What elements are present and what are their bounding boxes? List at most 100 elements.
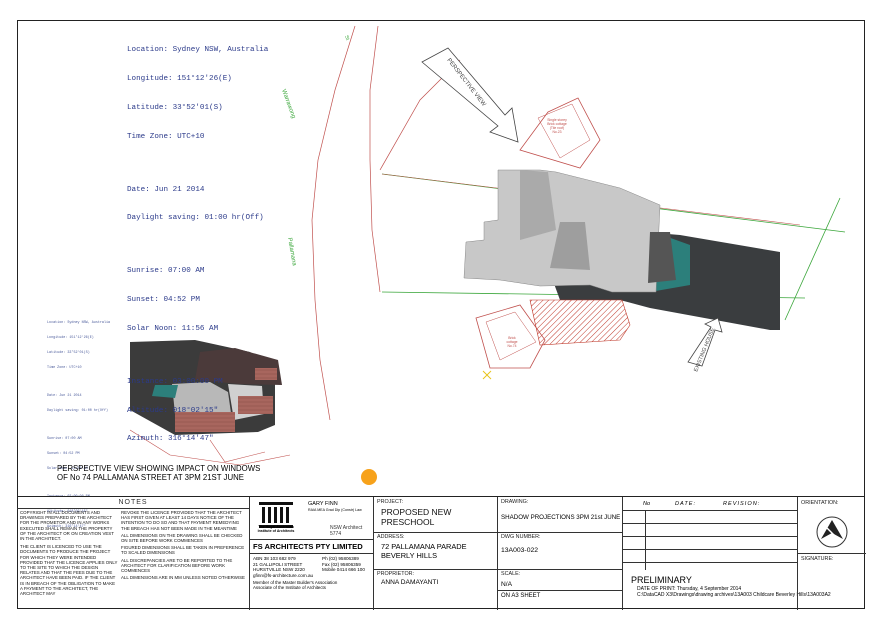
cottage-74-roof (485, 311, 537, 361)
address-line-1: 72 PALLAMANA PARADE (381, 542, 467, 551)
proposed-building-plan (463, 169, 780, 346)
kerb-line-1 (311, 25, 356, 421)
perspective-caption: PERSPECTIVE VIEW SHOWING IMPACT ON WINDO… (57, 464, 261, 482)
sun-small-instance: Instance: 03:00:00 PM (47, 495, 90, 499)
note-check-dimensions: ALL DIMENSIONS ON THE DRAWING SHALL BE C… (121, 532, 243, 544)
title-block: NOTES COPYRIGHT IN ALL DOCUMENTS AND DRA… (17, 496, 866, 610)
scale-label: SCALE: (501, 571, 521, 577)
proprietor-label: PROPRIETOR: (377, 571, 415, 577)
roof-hip-1 (520, 170, 556, 240)
note-mm: ALL DIMENSIONS ARE IN MM UNLESS NOTED OT… (121, 575, 245, 581)
notes-heading: NOTES (118, 499, 148, 506)
perspective-kerb (129, 429, 291, 466)
cottage-74-line-3: No.74 (507, 344, 516, 348)
north-marker (482, 370, 492, 380)
note-revoke: REVOKE THE LICENCE PROVIDED THAT THE ARC… (121, 510, 242, 531)
sun-altitude: Altitude: 018°02'15" (127, 406, 219, 415)
project-value-line-2: PRESCHOOL (381, 517, 435, 527)
perspective-lawn (152, 385, 178, 398)
sun-info-small: Location: Sydney NSW, Australia Longitud… (47, 311, 110, 535)
perspective-view-arrow (421, 47, 519, 143)
sun-small-sunset: Sunset: 04:52 PM (47, 452, 80, 456)
revision-date-label: DATE: (675, 501, 697, 507)
sun-small-altitude: Altitude: 018°02'15" (47, 510, 88, 514)
firm-phone: Ph (02) 95806389 (322, 556, 359, 561)
drawing-value: SHADOW PROJECTIONS 3PM 21st JUNE (501, 514, 621, 521)
firm-contact: Ph (02) 95806389 Fax (02) 95806359 Mobil… (322, 556, 365, 573)
cottage-23-roof (537, 103, 591, 159)
drawing-label: DRAWING: (501, 499, 529, 505)
revision-label: REVISION: (723, 501, 761, 507)
institute-name: The Royal Australian Institute of Archit… (257, 525, 295, 533)
dwg-number-value: 13A003-022 (501, 547, 539, 554)
scale-sheet: ON A3 SHEET (501, 593, 541, 599)
membership-raia: Associate of the Institute of Architects (253, 585, 326, 591)
revision-panel: No DATE: REVISION: PRELIMINARY DATE OF P… (622, 497, 831, 610)
drawing-panel: DRAWING: SHADOW PROJECTIONS 3PM 21st JUN… (497, 497, 623, 610)
project-value: PROPOSED NEW PRESCHOOL (381, 507, 451, 527)
notes-panel: NOTES COPYRIGHT IN ALL DOCUMENTS AND DRA… (17, 497, 249, 610)
caption-line-1: PERSPECTIVE VIEW SHOWING IMPACT ON WINDO… (57, 464, 261, 473)
sun-solar-noon: Solar Noon: 11:56 AM (127, 324, 219, 333)
notes-column-2: REVOKE THE LICENCE PROVIDED THAT THE ARC… (121, 510, 247, 580)
sun-small-noon: Solar Noon: 11:56 AM (47, 467, 88, 471)
membership-mba: Member of the Master Builder's Associati… (253, 580, 338, 585)
orientation-panel: ORIENTATION: SIGNATURE: (797, 497, 866, 610)
sun-azimuth: Azimuth: 316°14'47" (127, 435, 214, 444)
architect-name: GARY FINN (308, 501, 338, 507)
sun-time-zone: Time Zone: UTC+10 (127, 132, 205, 141)
firm-fax: Fax (02) 95806359 (322, 561, 361, 567)
sun-small-latitude: Latitude: 33°52'01(S) (47, 351, 90, 355)
address-label: ADDRESS: (377, 534, 405, 540)
note-discrepancies: ALL DISCREPANCIES ARE TO BE REPORTED TO … (121, 557, 233, 574)
sun-small-location: Location: Sydney NSW, Australia (47, 321, 111, 325)
revision-no-label: No (643, 501, 651, 507)
firm-memberships: Member of the Master Builder's Associati… (253, 580, 337, 591)
architect-panel: The Royal Australian Institute of Archit… (249, 497, 374, 610)
sun-small-daylight: Daylight saving: 01:00 hr(Off) (47, 409, 109, 413)
roof-shade (648, 232, 676, 283)
sun-longitude: Longitude: 151°12'26(E) (127, 74, 232, 83)
boundary-line-east (784, 197, 841, 321)
note-copyright: COPYRIGHT IN ALL DOCUMENTS AND DRAWINGS … (20, 510, 114, 542)
firm-mobile: Mobile 0414 666 100 (322, 567, 365, 573)
orientation-label: ORIENTATION: (801, 500, 839, 506)
address-value: 72 PALLAMANA PARADE BEVERLY HILLS (381, 542, 467, 560)
project-value-line-1: PROPOSED NEW (381, 507, 452, 517)
caption-line-2: OF No 74 PALLAMANA STREET AT 3PM 21ST JU… (57, 472, 244, 482)
hatched-shadow (529, 299, 631, 346)
architect-quals: RAIA MEA Grad Dip (Constr) Law (308, 508, 362, 512)
file-path: C:\DataCAD X3\Drawings\drawing archives\… (637, 592, 831, 598)
firm-address: ABN 38 103 682 979 21 GALLIPOLI STREET H… (253, 556, 313, 578)
north-arrow-icon (816, 516, 848, 548)
label-cottage-74: Brick cottage No.74 (506, 336, 517, 348)
existing-house-arrow (687, 317, 723, 367)
sun-small-longitude: Longitude: 151°12'26(E) (47, 336, 94, 340)
sun-small-azimuth: Azimuth: 316°14'47" (47, 525, 86, 529)
sun-info-block: Location: Sydney NSW, Australia Longitud… (127, 27, 268, 455)
cottage-74-outline (475, 304, 546, 369)
sun-marker (361, 469, 377, 485)
firm-street: 21 GALLIPOLI STREET (253, 561, 303, 567)
firm-abn: ABN 38 103 682 979 (253, 556, 296, 561)
perspective-kerb-2 (209, 439, 266, 463)
proprietor-value: ANNA DAMAYANTI (381, 579, 439, 586)
status-preliminary: PRELIMINARY (631, 575, 692, 585)
drawing-sheet-border (17, 20, 865, 609)
cottage-23-line-1: Single storey (547, 118, 567, 122)
firm-email[interactable]: gfinn@fs-architecture.com.au (253, 572, 314, 578)
project-label: PROJECT: (377, 499, 404, 505)
sun-small-date: Date: Jun 21 2014 (47, 394, 82, 398)
roof-hip-2 (550, 222, 590, 270)
project-panel: PROJECT: PROPOSED NEW PRESCHOOL ADDRESS:… (373, 497, 498, 610)
label-warrawong: Warrawong (280, 89, 296, 120)
label-street-st: St (343, 35, 350, 42)
label-cottage-23: Single storey Brick cottage (Tile roof) … (547, 118, 567, 134)
dwg-number-label: DWG NUMBER: (501, 534, 541, 540)
raia-logo-icon (259, 502, 293, 528)
notes-column-1: COPYRIGHT IN ALL DOCUMENTS AND DRAWINGS … (20, 510, 118, 596)
kerb-line-2 (369, 25, 381, 293)
note-figured-dimensions: FIGURED DIMENSIONS SHALL BE TAKEN IN PRE… (121, 545, 245, 556)
firm-name: FS ARCHITECTS PTY LIMITED (253, 542, 363, 551)
